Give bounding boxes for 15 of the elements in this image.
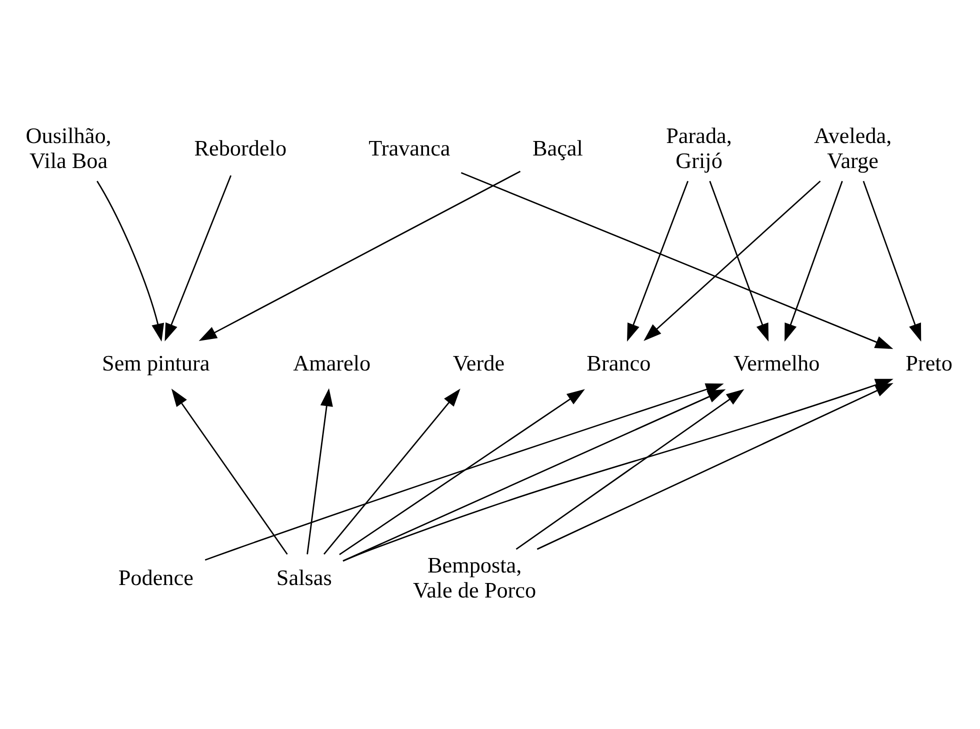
node-text: Vermelho	[733, 350, 820, 375]
node-text: Podence	[118, 564, 193, 590]
node-text: Bemposta, Vale de Porco	[412, 552, 536, 602]
node-text: Parada, Grijó	[666, 122, 732, 172]
node-text: Baçal	[532, 134, 582, 160]
node-text: Preto	[905, 350, 952, 375]
node-text: Travanca	[368, 134, 450, 160]
node-text: Verde	[452, 350, 504, 375]
node-text: Amarelo	[292, 350, 370, 375]
node-text: Salsas	[276, 564, 332, 590]
node-text: Aveleda, Varge	[813, 122, 892, 172]
node-text: Rebordelo	[194, 134, 286, 160]
node-text: Sem pintura	[102, 350, 210, 375]
node-text: Ousilhão, Vila Boa	[25, 122, 111, 172]
node-text: Branco	[586, 350, 650, 375]
